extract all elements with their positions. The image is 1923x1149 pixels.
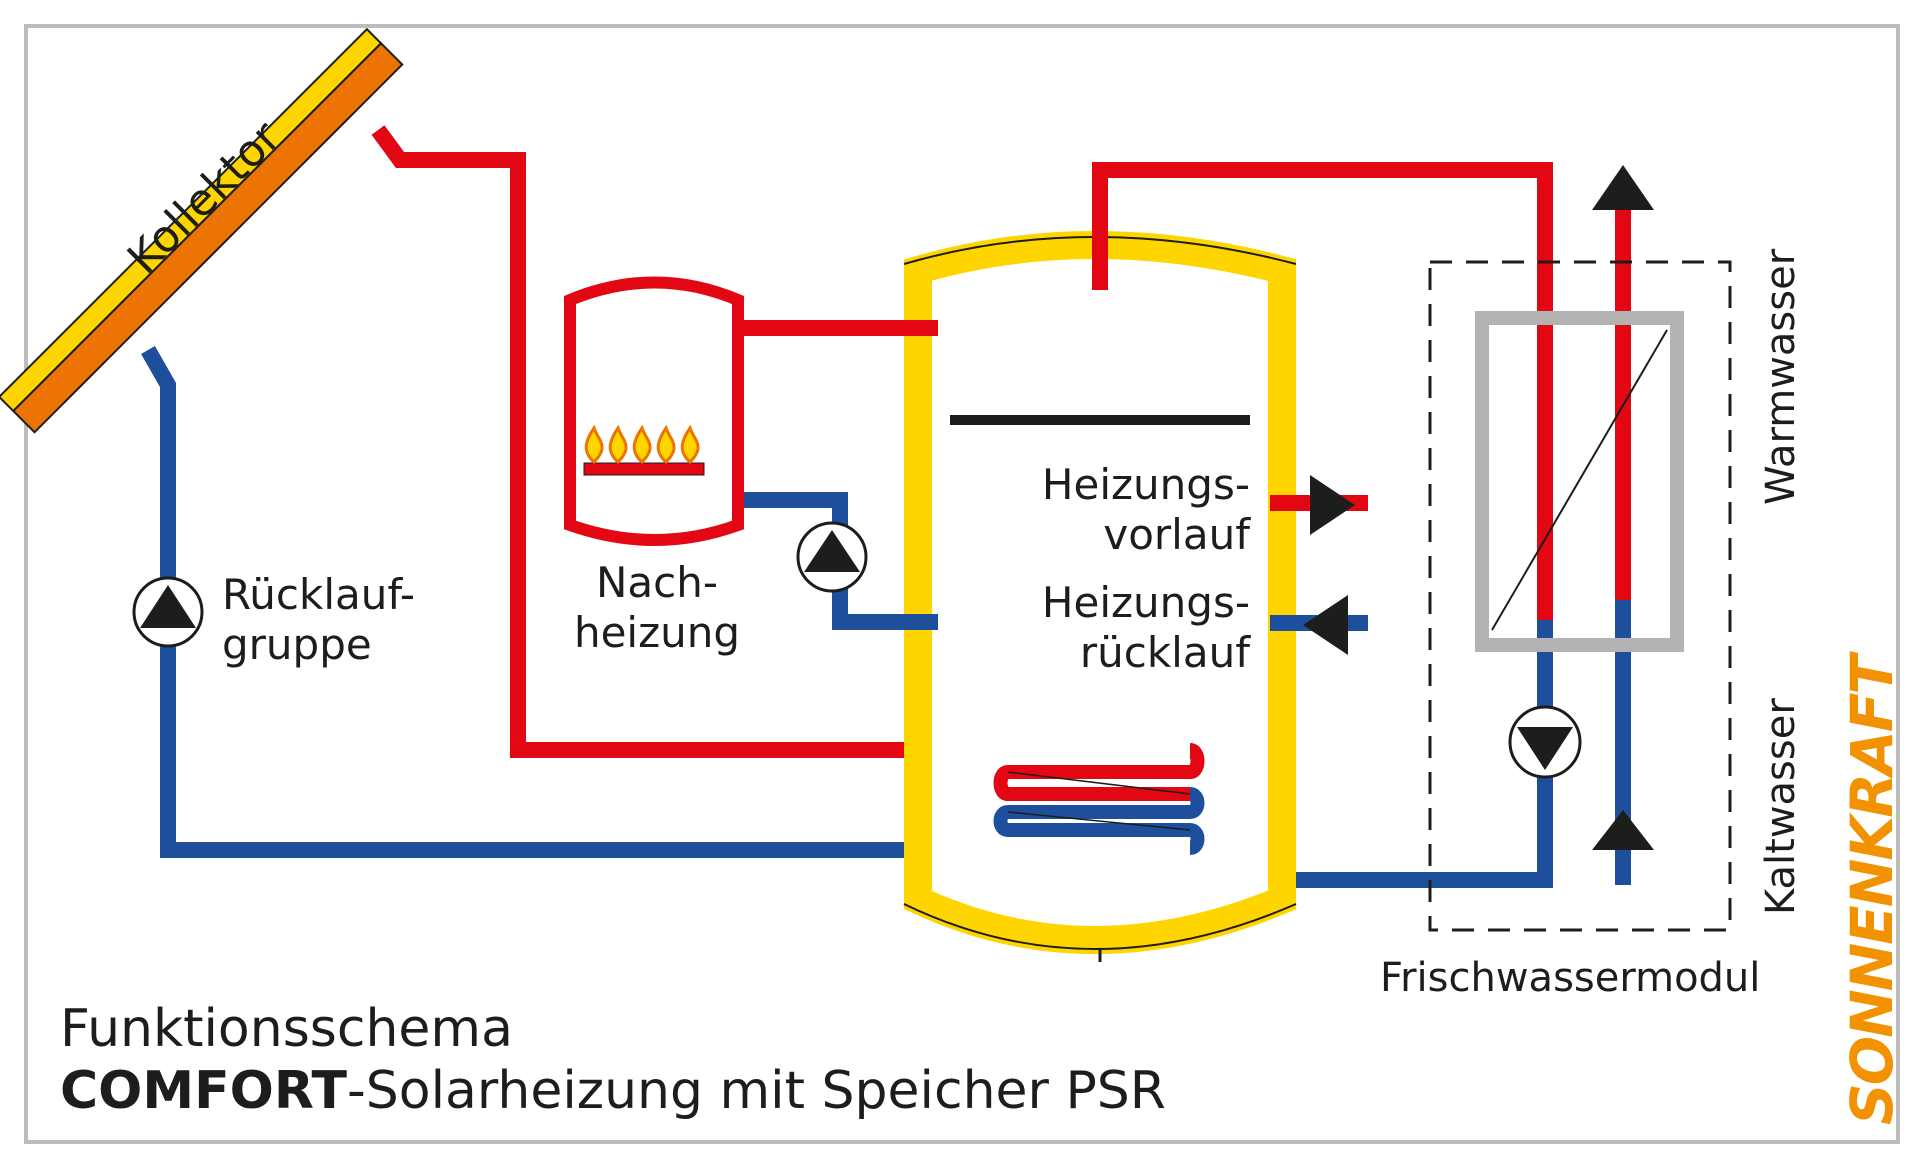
heating-return-label: Heizungs- rücklauf xyxy=(1000,578,1250,677)
flame-icon xyxy=(584,424,700,465)
title-line1: Funktionsschema xyxy=(60,999,513,1059)
heating-flow-arrow-icon xyxy=(1310,475,1355,535)
return-group-label-line2: gruppe xyxy=(222,619,372,669)
fresh-water-pump-icon xyxy=(1517,727,1573,770)
reheating-label-line1: Nach- xyxy=(595,558,719,607)
return-group-label: Rücklauf- gruppe xyxy=(222,570,415,669)
reheating-label-line2: heizung xyxy=(573,607,741,657)
warm-water-label: Warmwasser xyxy=(1758,248,1804,505)
heating-return-label-line1: Heizungs- xyxy=(1041,578,1250,627)
heating-flow-label: Heizungs- vorlauf xyxy=(1000,460,1250,559)
title-line2: COMFORT-Solarheizung mit Speicher PSR xyxy=(60,1060,1166,1122)
return-group-pump-icon xyxy=(140,585,196,628)
return-group-label-line1: Rücklauf- xyxy=(222,570,415,619)
heating-flow-label-line2: vorlauf xyxy=(1103,509,1250,559)
fresh-water-module-label: Frischwassermodul xyxy=(1380,955,1761,1001)
heating-return-arrow-icon xyxy=(1303,595,1348,655)
reheating-pump-icon xyxy=(804,530,860,572)
fresh-water-module-box xyxy=(1428,260,1732,932)
heating-return-label-line2: rücklauf xyxy=(1079,627,1250,677)
diagram-title: Funktionsschema COMFORT-Solarheizung mit… xyxy=(60,998,1166,1123)
warm-water-arrow-icon xyxy=(1592,165,1654,210)
burner-bar xyxy=(583,462,705,476)
cold-water-label: Kaltwasser xyxy=(1758,698,1804,915)
heat-exchanger xyxy=(1475,311,1684,652)
solar-coil xyxy=(993,743,1205,855)
collector-flow-pipe xyxy=(371,125,1190,758)
collector-panel xyxy=(0,27,404,434)
tank-top-hot-pipe xyxy=(1092,162,1553,620)
heating-flow-label-line1: Heizungs- xyxy=(1041,460,1250,509)
reheating-label: Nach- heizung xyxy=(572,558,742,657)
tank-bottom-cold-pipe xyxy=(1296,720,1553,888)
heat-exchanger-diagonal xyxy=(1491,329,1668,631)
title-rest: -Solarheizung mit Speicher PSR xyxy=(347,1061,1166,1122)
title-bold-word: COMFORT xyxy=(60,1061,348,1122)
reheating-boiler xyxy=(564,276,744,546)
cold-water-arrow-icon xyxy=(1592,810,1654,850)
sonnenkraft-logo: SONNENKRAFT xyxy=(1838,657,1906,1125)
